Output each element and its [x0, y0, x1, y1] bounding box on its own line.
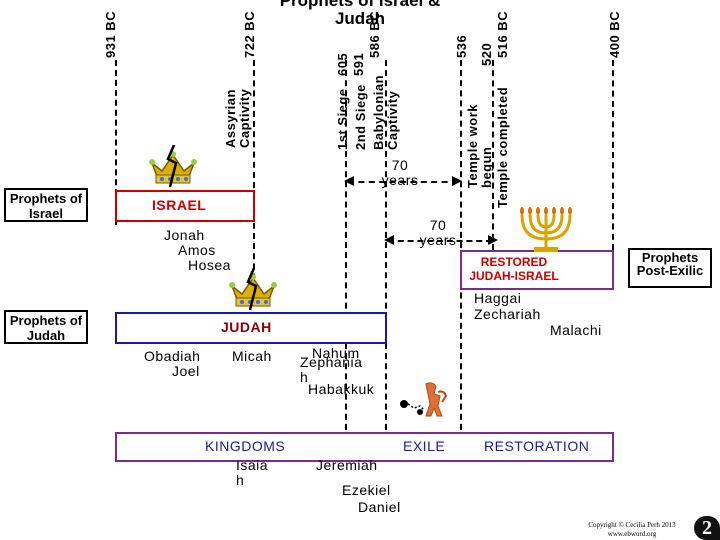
prophet-ezekiel: Ezekiel [342, 482, 391, 498]
event-assyrian-captivity: Assyrian Captivity [223, 88, 252, 148]
prophet-zephaniah: Zephaniah [300, 354, 363, 385]
date-516: 516 BC [495, 10, 510, 58]
prophet-jonah: Jonah [164, 227, 205, 243]
prophet-obadiah: Obadiah [144, 348, 201, 364]
event-babylonian-captivity: Babylonian Captivity [371, 74, 400, 150]
prophet-jeremiah: Jeremiah [316, 457, 378, 473]
seventy-years-label-2: 70 years [419, 217, 457, 248]
prophet-nahum: Nahum [312, 345, 360, 361]
prophet-haggai: Haggai [474, 290, 522, 306]
timeline-line-605 [345, 60, 347, 440]
timeline-line-516 [492, 60, 494, 250]
event-temple-begun: Temple work begun [465, 103, 494, 188]
date-931: 931 BC [103, 10, 118, 58]
prophet-malachi: Malachi [550, 322, 602, 338]
prophet-isaiah: Isaiah [236, 457, 269, 488]
judah-bar [115, 312, 387, 344]
prophet-zechariah: Zechariah [474, 306, 541, 322]
menorah-icon [520, 207, 572, 252]
prophet-joel: Joel [172, 363, 200, 379]
israel-bar-label: ISRAEL [152, 197, 207, 213]
prophet-micah: Micah [232, 348, 272, 364]
prophet-amos: Amos [178, 242, 216, 258]
copyright-text: Copyright © Cecilia Perh 2013 [588, 521, 676, 529]
event-temple-completed: Temple completed [495, 86, 510, 208]
page-title: Prophets of Israel & Judah [279, 0, 441, 28]
timeline-line-586 [385, 60, 387, 440]
arrow-head-left-icon [344, 176, 354, 186]
date-536: 536 [454, 34, 469, 58]
date-591: 591 [351, 52, 366, 76]
date-586: 586 BC [367, 10, 382, 58]
broken-crown-icon [229, 268, 277, 310]
date-520: 520 [479, 42, 494, 66]
kingdoms-exile-restoration-bar [115, 432, 614, 462]
timeline-line-931 [115, 60, 117, 225]
broken-crown-icon [149, 145, 197, 187]
chained-prisoner-icon [400, 382, 448, 417]
prophet-daniel: Daniel [358, 499, 401, 515]
prophet-habakkuk: Habakkuk [308, 381, 375, 397]
prophets-of-judah-label: Prophets of Judah [4, 310, 88, 344]
exile-label: EXILE [403, 438, 446, 454]
date-722: 722 BC [242, 10, 257, 58]
event-first-siege: 1st Siege [335, 88, 350, 150]
restored-judah-israel-label: RESTORED JUDAH-ISRAEL [469, 255, 559, 283]
logo-icon: 2 [694, 516, 720, 540]
prophets-of-israel-label: Prophets of Israel [4, 188, 88, 222]
seventy-years-arrow-1 [348, 181, 458, 183]
judah-bar-label: JUDAH [221, 319, 272, 335]
kingdoms-label: KINGDOMS [205, 438, 286, 454]
date-605: 605 [335, 52, 350, 76]
website-text: www.ebword.org [607, 530, 657, 538]
prophets-post-exilic-label: Prophets Post-Exilic [628, 248, 712, 288]
arrow-head-right-icon [452, 176, 462, 186]
prophet-hosea: Hosea [188, 257, 231, 273]
arrow-head-left-icon [384, 235, 394, 245]
seventy-years-arrow-2 [388, 240, 492, 242]
timeline-line-400 [612, 60, 614, 250]
arrow-head-right-icon [488, 235, 498, 245]
timeline-line-722 [253, 60, 255, 300]
seventy-years-label-1: 70 years [381, 157, 419, 188]
date-400: 400 BC [607, 10, 622, 58]
israel-bar [115, 190, 255, 222]
restoration-label: RESTORATION [484, 438, 590, 454]
event-second-siege: 2nd Siege [353, 84, 368, 150]
